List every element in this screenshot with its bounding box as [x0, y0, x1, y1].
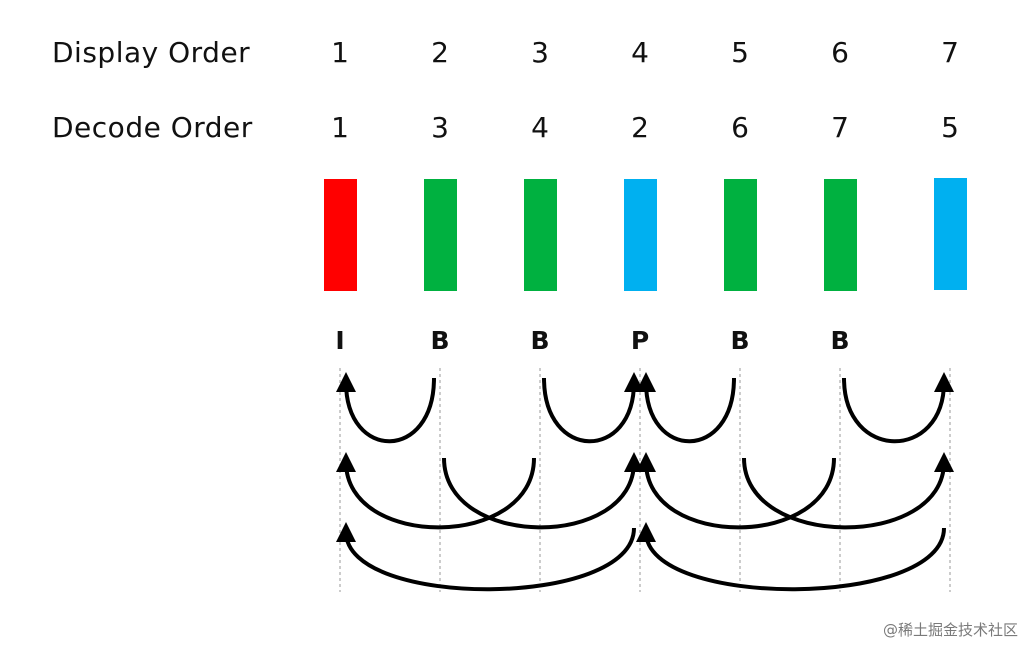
decode-order-number: 6: [731, 111, 749, 144]
frame-bar: [624, 179, 657, 291]
frame-type-label: B: [730, 326, 750, 355]
frame-type-label: B: [530, 326, 550, 355]
decode-order-number: 1: [331, 111, 349, 144]
display-order-number: 4: [631, 36, 649, 69]
reference-arrow: [742, 452, 954, 530]
frame-type-label: B: [430, 326, 450, 355]
reference-arrow: [636, 522, 946, 592]
decode-order-number: 4: [531, 111, 549, 144]
reference-arrow: [442, 452, 644, 530]
display-order-label: Display Order: [52, 36, 251, 69]
display-order-number: 5: [731, 36, 749, 69]
display-order-number: 3: [531, 36, 549, 69]
reference-arrow: [842, 372, 954, 444]
frame-bar: [824, 179, 857, 291]
reference-arrow: [336, 522, 636, 592]
frame-type-label: I: [335, 326, 345, 355]
reference-arrow: [636, 372, 736, 444]
reference-arrow: [336, 452, 536, 530]
display-order-number: 6: [831, 36, 849, 69]
frame-bar: [324, 179, 357, 291]
frame-type-label: B: [830, 326, 850, 355]
frame-bar: [934, 178, 967, 290]
reference-arrow: [542, 372, 644, 444]
watermark-text: @稀土掘金技术社区: [882, 621, 1018, 639]
display-order-number: 7: [941, 36, 959, 69]
decode-order-label: Decode Order: [52, 111, 253, 144]
frame-type-label: P: [630, 326, 650, 355]
decode-order-number: 3: [431, 111, 449, 144]
frame-bar: [424, 179, 457, 291]
frame-bar: [524, 179, 557, 291]
reference-arrow: [336, 372, 436, 444]
reference-arrow: [636, 452, 836, 530]
decode-order-number: 5: [941, 111, 959, 144]
decode-order-number: 7: [831, 111, 849, 144]
display-order-number: 2: [431, 36, 449, 69]
display-order-number: 1: [331, 36, 349, 69]
decode-order-number: 2: [631, 111, 649, 144]
frame-bar: [724, 179, 757, 291]
